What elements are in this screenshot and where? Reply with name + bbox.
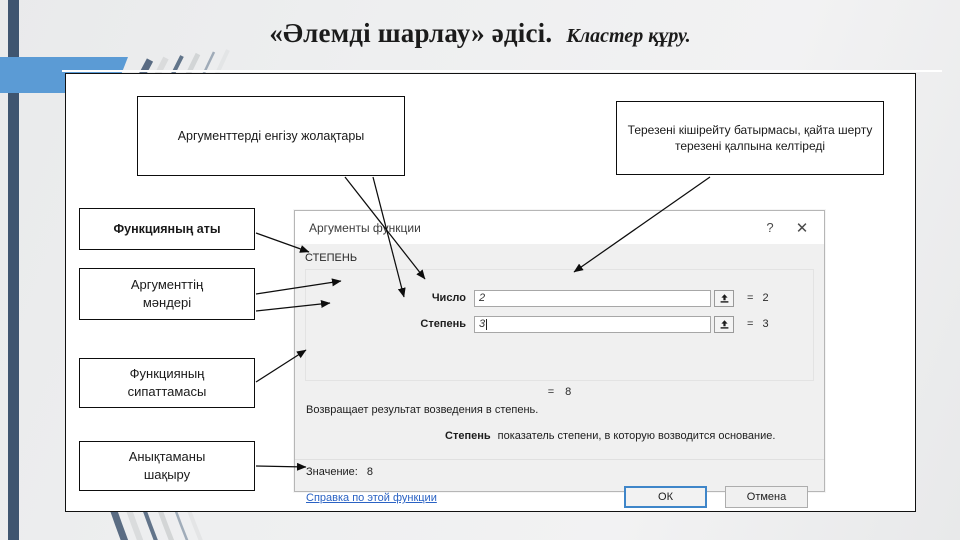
callout-argument-fields: Аргументтерді енгізу жолақтары	[137, 96, 405, 176]
function-description-text: Возвращает результат возведения в степен…	[306, 404, 539, 416]
argument-result-number: 2	[762, 292, 769, 304]
argument-equals-power: =	[747, 318, 754, 330]
callout-minimize-button: Терезені кішірейту батырмасы, қайта шерт…	[616, 101, 884, 175]
text-caret	[486, 318, 488, 330]
function-arguments-dialog[interactable]: Аргументы функции ? ✕ СТЕПЕНЬ Число 2	[294, 210, 825, 508]
argument-input-number-value: 2	[479, 292, 486, 304]
callout-argument-fields-label: Аргументтерді енгізу жолақтары	[177, 128, 365, 143]
argument-label-number: Число	[431, 292, 466, 304]
callout-argument-values-line2: мәндері	[142, 295, 192, 310]
dialog-body: СТЕПЕНЬ Число 2 = 2	[295, 244, 824, 508]
callout-function-name: Функцияның аты	[79, 208, 255, 250]
argument-help-term: Степень	[445, 430, 491, 442]
callout-function-name-label: Функцияның аты	[113, 221, 221, 236]
cancel-button[interactable]: Отмена	[725, 486, 808, 508]
range-select-icon-power[interactable]	[714, 315, 734, 333]
dialog-function-name: СТЕПЕНЬ	[305, 252, 358, 264]
arguments-area: Число 2 = 2 Степень	[305, 269, 814, 381]
value-label: Значение:	[306, 466, 358, 478]
range-select-icon-number[interactable]	[714, 289, 734, 307]
page-title: «Әлемді шарлау» әдісі. Кластер құру.	[0, 18, 960, 64]
callout-argument-values: Аргументтің мәндері	[79, 268, 255, 320]
dialog-footer-divider	[295, 459, 824, 460]
callout-help-call: Анықтаманы шақыру	[79, 441, 255, 491]
title-subtitle-text: Кластер құру.	[566, 25, 691, 47]
ok-button[interactable]: ОК	[624, 486, 707, 508]
argument-result-power: 3	[762, 318, 769, 330]
formula-result-row: = 8	[295, 386, 824, 398]
dialog-titlebar: Аргументы функции ? ✕	[295, 211, 824, 244]
close-icon[interactable]: ✕	[795, 219, 809, 237]
help-icon[interactable]: ?	[766, 220, 774, 235]
argument-label-power: Степень	[420, 318, 466, 330]
argument-equals-number: =	[747, 292, 754, 304]
help-link[interactable]: Справка по этой функции	[306, 492, 437, 504]
dialog-title-text: Аргументы функции	[309, 220, 421, 235]
callout-help-call-line1: Анықтаманы	[128, 449, 206, 465]
argument-help-row: Степень показатель степени, в которую воз…	[445, 430, 775, 442]
callout-function-description-line1: Функцияның	[129, 366, 205, 382]
title-main-text: «Әлемді шарлау» әдісі.	[269, 18, 553, 48]
argument-help-text: показатель степени, в которую возводится…	[497, 430, 776, 442]
left-navy-bar	[8, 0, 19, 540]
callout-function-description-line2: сипаттамасы	[127, 384, 207, 399]
callout-minimize-button-label: Терезені кішірейту батырмасы, қайта шерт…	[627, 122, 873, 153]
callout-argument-values-line1: Аргументтің	[130, 277, 204, 293]
formula-result-value: 8	[565, 386, 572, 398]
argument-input-number[interactable]: 2	[474, 289, 711, 307]
argument-input-power-value: 3	[479, 318, 486, 330]
argument-row-number: Число 2 = 2	[306, 288, 813, 308]
value-row: Значение: 8	[306, 466, 373, 478]
argument-input-power[interactable]: 3	[474, 315, 711, 333]
callout-help-call-line2: шақыру	[143, 467, 191, 482]
title-divider	[62, 70, 942, 72]
argument-row-power: Степень 3 = 3	[306, 314, 813, 334]
formula-result-equals: =	[547, 386, 555, 398]
callout-function-description: Функцияның сипаттамасы	[79, 358, 255, 408]
value-result: 8	[366, 466, 373, 478]
